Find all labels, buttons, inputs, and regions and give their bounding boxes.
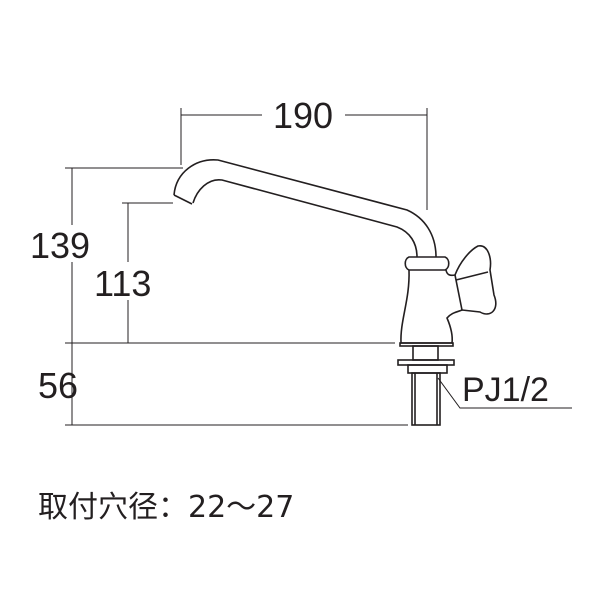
spout-tip <box>173 194 193 205</box>
spout-height-label: 113 <box>94 263 151 304</box>
total-height-label: 139 <box>30 225 90 266</box>
spout-outer <box>173 159 437 258</box>
stem <box>412 345 439 361</box>
base-height-label: 56 <box>38 365 78 406</box>
handle <box>454 245 497 315</box>
collar <box>404 256 450 271</box>
handle-edge <box>455 271 489 281</box>
mounting-hole-caption: 取付穴径：22〜27 <box>38 490 295 525</box>
spout-inner <box>192 179 418 258</box>
thread-leader <box>437 377 572 409</box>
thread-label: PJ1/2 <box>462 371 549 409</box>
dimension-lines <box>65 108 572 426</box>
nut <box>407 364 448 374</box>
faucet-icon <box>173 159 497 426</box>
reach-label: 190 <box>273 95 333 136</box>
body <box>400 269 463 344</box>
supply-pipe <box>411 372 441 426</box>
